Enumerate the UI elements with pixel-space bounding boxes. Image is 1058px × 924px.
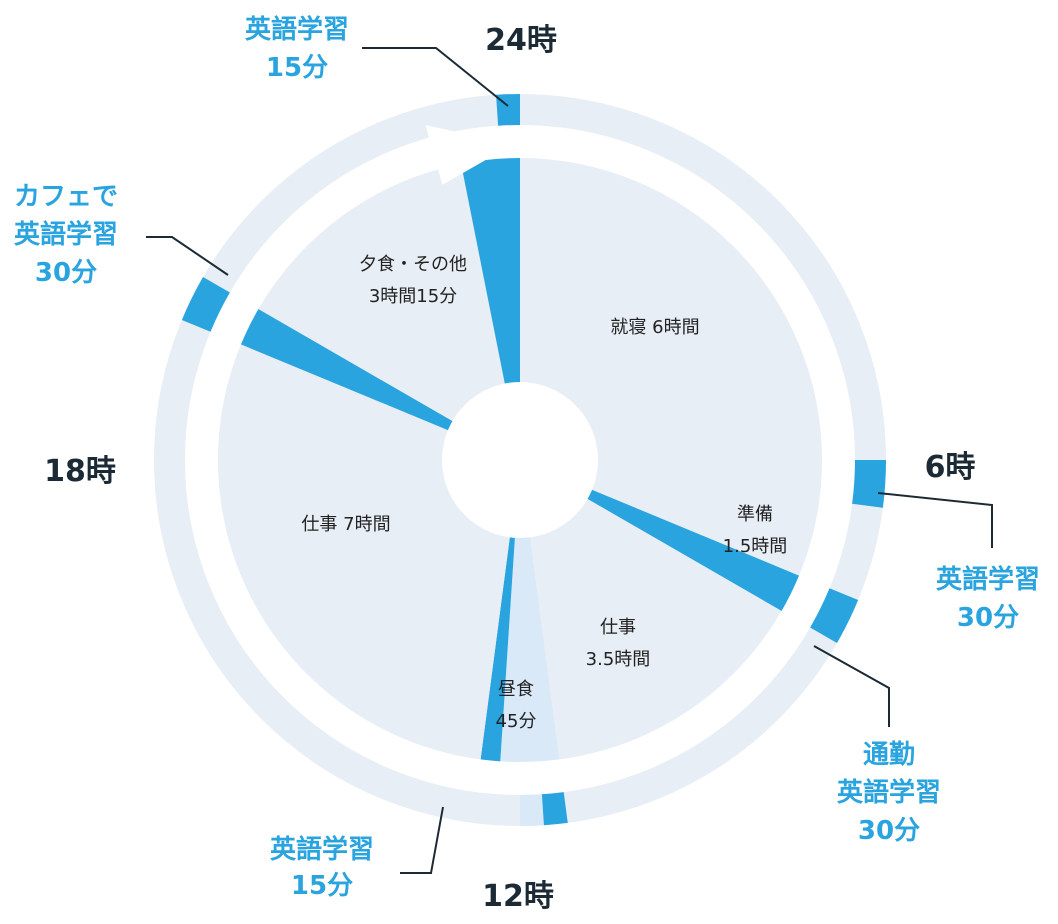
callout-leader-morning-study — [877, 492, 993, 548]
callout-night-study: 英語学習 — [245, 14, 349, 45]
segment-label-work-pm: 仕事 7時間 — [301, 514, 390, 535]
callouts: 英語学習15分英語学習30分通勤英語学習30分英語学習15分カフェで英語学習30… — [14, 14, 1040, 901]
callout-morning-study: 英語学習 — [936, 564, 1040, 595]
wedge-work-am — [520, 460, 782, 760]
wedge-prep — [520, 460, 822, 576]
segment-label-prep: 準備 — [737, 504, 773, 525]
hour-labels: 24時 6時 12時 18時 — [44, 23, 975, 914]
callout-cafe-study: 英語学習 — [14, 219, 118, 250]
callout-cafe-study: カフェで — [14, 182, 118, 212]
callout-morning-study: 30分 — [957, 603, 1019, 633]
outer-mark-lunch-study — [541, 792, 568, 826]
outer-ring-lunch-highlight — [520, 794, 544, 826]
segment-label-work-am: 3.5時間 — [586, 649, 651, 670]
hour-label: 18時 — [44, 454, 116, 489]
hour-label: 12時 — [482, 879, 554, 914]
callout-leader-cafe-study — [146, 236, 229, 276]
callout-leader-commute-study — [813, 645, 890, 727]
segment-label-lunch: 昼食 — [498, 679, 534, 700]
wedge-cafe-study — [240, 309, 521, 460]
segment-label-lunch: 45分 — [496, 711, 537, 732]
hour-label: 6時 — [925, 450, 976, 485]
segment-label-work-am: 仕事 — [600, 617, 636, 638]
wedge-sleep — [520, 158, 822, 460]
arrow-arc — [195, 143, 845, 785]
outer-mark-commute-study — [810, 588, 859, 643]
inner-pie — [218, 158, 822, 762]
segment-label-dinner: 夕食・その他 — [359, 254, 467, 275]
segment-label-sleep: 就寝 6時間 — [610, 317, 699, 338]
outer-ring — [154, 94, 887, 826]
outer-mark-cafe-study — [181, 277, 230, 332]
callout-lunch-study: 15分 — [291, 871, 353, 901]
callout-leader-night-study — [362, 47, 509, 107]
callout-commute-study: 英語学習 — [837, 777, 941, 808]
wedge-dinner — [258, 163, 520, 461]
arrow-head — [425, 125, 514, 185]
callout-night-study: 15分 — [266, 53, 328, 83]
outer-mark-morning-study — [852, 460, 887, 508]
callout-commute-study: 通勤 — [863, 740, 915, 770]
center-hole — [442, 382, 598, 538]
callout-commute-study: 30分 — [858, 816, 920, 846]
segment-label-dinner: 3時間15分 — [369, 286, 457, 307]
callout-lunch-study: 英語学習 — [270, 834, 374, 865]
segment-label-prep: 1.5時間 — [723, 536, 788, 557]
hour-label: 24時 — [485, 23, 557, 58]
clockwise-arrow-icon — [195, 125, 845, 785]
callout-cafe-study: 30分 — [35, 258, 97, 288]
wedge-commute-study — [520, 460, 800, 611]
callout-leader-lunch-study — [400, 806, 444, 874]
wedge-lunch — [500, 460, 560, 762]
